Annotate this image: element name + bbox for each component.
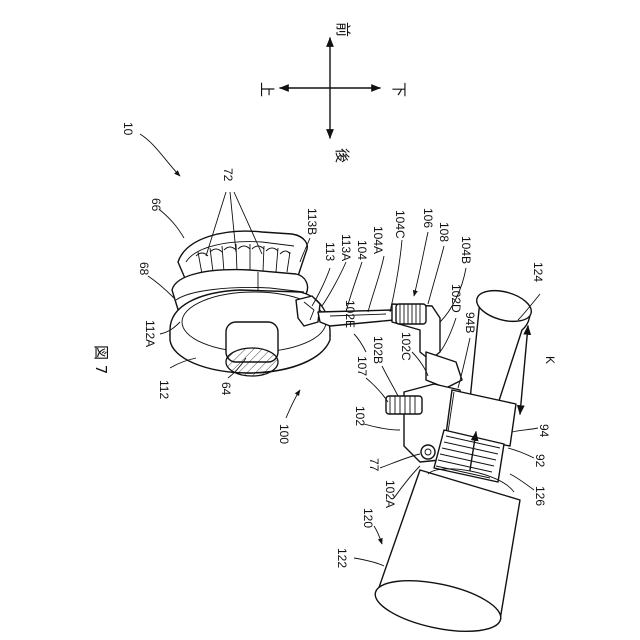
label-94: 94 [537, 424, 551, 438]
label-108: 108 [437, 222, 451, 242]
label-104A: 104A [371, 226, 385, 254]
spring-107 [386, 396, 422, 414]
direction-front-label: 前 [334, 22, 352, 37]
label-64: 64 [219, 382, 233, 396]
knob-assembly [170, 231, 330, 376]
label-104: 104 [355, 240, 369, 260]
label-104C: 104C [393, 210, 407, 239]
label-120: 120 [361, 508, 375, 528]
label-107: 107 [355, 356, 369, 376]
label-10: 10 [121, 122, 135, 136]
label-68: 68 [137, 262, 151, 276]
bracket-hook [426, 352, 462, 388]
label-102E: 102E [343, 300, 357, 328]
label-113B: 113B [305, 208, 319, 235]
shaft-section [226, 348, 278, 376]
label-102A: 102A [383, 480, 397, 508]
label-100: 100 [277, 424, 291, 444]
label-102C: 102C [399, 332, 413, 361]
label-112A: 112A [143, 320, 157, 347]
label-102: 102 [353, 406, 367, 426]
direction-down-label: 下 [390, 82, 408, 97]
direction-rear-label: 後 [333, 148, 351, 163]
label-72: 72 [221, 168, 235, 182]
label-122: 122 [335, 548, 349, 568]
direction-up-label: 上 [258, 82, 276, 97]
actuator-assembly [371, 285, 535, 640]
label-K: K [543, 356, 557, 364]
label-113A: 113A [339, 234, 353, 261]
label-104B: 104B [459, 236, 473, 264]
label-94B: 94B [463, 312, 477, 333]
direction-compass: 前 上 下 後 [258, 22, 408, 163]
label-113: 113 [323, 242, 337, 261]
label-124: 124 [531, 262, 545, 282]
label-66: 66 [149, 198, 163, 212]
label-77: 77 [367, 458, 381, 472]
label-106: 106 [421, 208, 435, 228]
pivot-77 [421, 445, 435, 459]
label-126: 126 [533, 486, 547, 506]
label-112: 112 [157, 380, 171, 399]
spring-106 [396, 304, 426, 324]
label-102B: 102B [371, 336, 385, 364]
figure-caption: 図 7 [92, 345, 110, 374]
direction-k-arrow [520, 326, 528, 414]
label-92: 92 [533, 454, 547, 468]
label-102D: 102D [449, 284, 463, 313]
